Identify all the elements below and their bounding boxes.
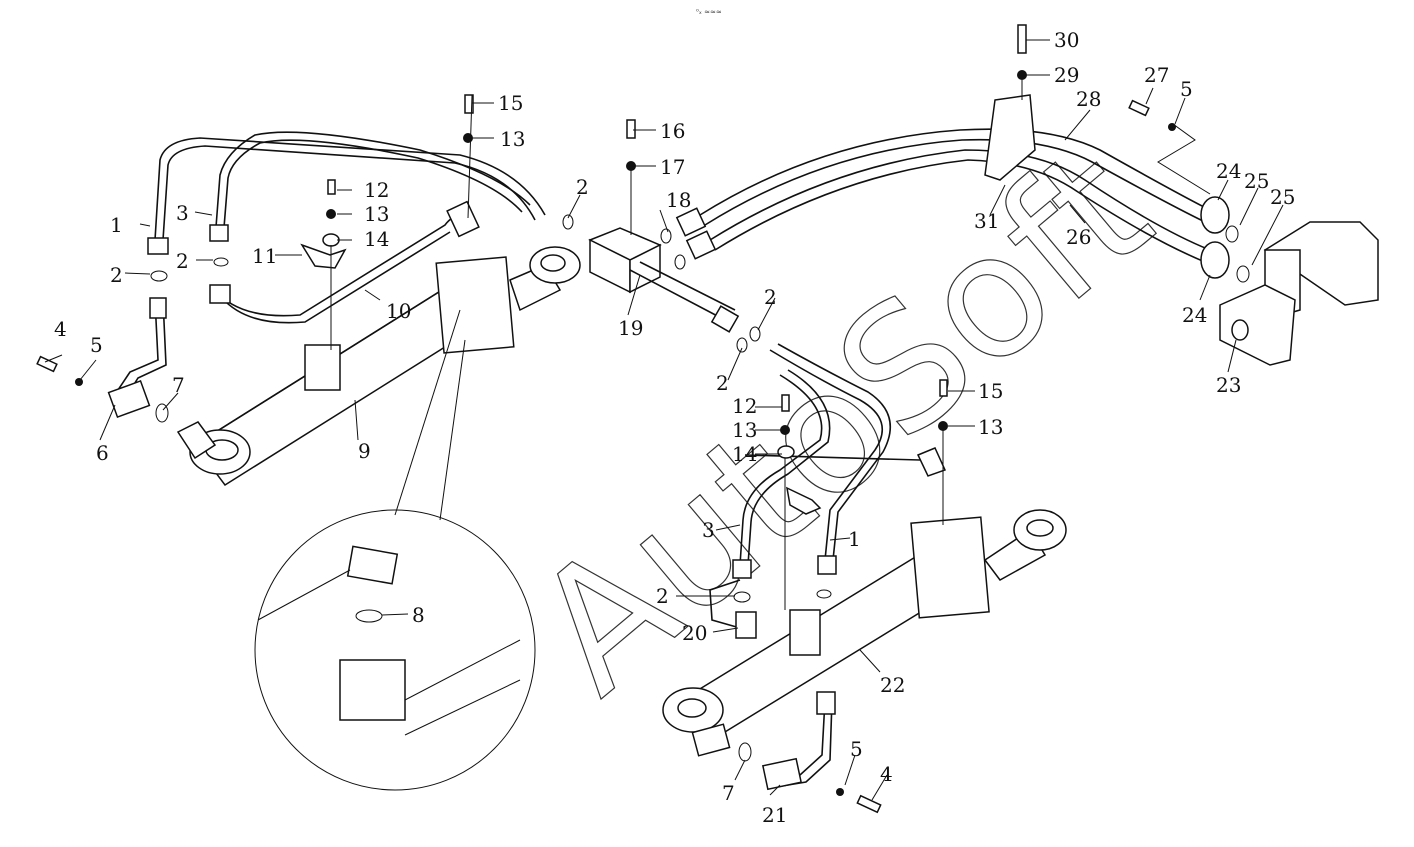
callout-22: 22 xyxy=(880,673,905,697)
callout-5: 5 xyxy=(1180,77,1193,101)
callout-labels: 1 1 2 2 2 2 2 2 3 3 4 4 5 5 5 6 7 7 8 9 … xyxy=(54,28,1295,827)
detail-view-circle xyxy=(254,309,536,791)
callout-27: 27 xyxy=(1144,63,1169,87)
callout-1: 1 xyxy=(848,527,861,551)
callout-7: 7 xyxy=(172,373,185,397)
callout-3: 3 xyxy=(176,201,189,225)
callout-13: 13 xyxy=(732,418,757,442)
callout-4: 4 xyxy=(54,317,67,341)
leader-lines xyxy=(44,39,1284,801)
callout-4: 4 xyxy=(880,762,893,786)
callout-2: 2 xyxy=(716,371,729,395)
callout-1: 1 xyxy=(110,213,123,237)
callout-9: 9 xyxy=(358,439,371,463)
callout-12: 12 xyxy=(364,178,389,202)
callout-2: 2 xyxy=(656,584,669,608)
center-manifold xyxy=(588,227,740,333)
callout-25: 25 xyxy=(1244,169,1269,193)
callout-13: 13 xyxy=(364,202,389,226)
callout-10: 10 xyxy=(386,299,411,323)
callout-29: 29 xyxy=(1054,63,1079,87)
callout-28: 28 xyxy=(1076,87,1101,111)
callout-2: 2 xyxy=(110,263,123,287)
callout-2: 2 xyxy=(176,249,189,273)
callout-15: 15 xyxy=(498,91,523,115)
callout-6: 6 xyxy=(96,441,109,465)
right-hoses xyxy=(675,94,1230,279)
callout-15: 15 xyxy=(978,379,1003,403)
callout-12: 12 xyxy=(732,394,757,418)
callout-18: 18 xyxy=(666,188,691,212)
callout-13: 13 xyxy=(978,415,1003,439)
callout-24: 24 xyxy=(1182,303,1207,327)
left-hoses xyxy=(107,131,546,418)
callout-2: 2 xyxy=(576,175,589,199)
callout-5: 5 xyxy=(90,333,103,357)
callout-30: 30 xyxy=(1054,28,1079,52)
callout-14: 14 xyxy=(732,442,757,466)
header-caption: ⁰ₓ ≈≈≈ xyxy=(696,8,722,16)
callout-7: 7 xyxy=(722,781,735,805)
callout-25: 25 xyxy=(1270,185,1295,209)
callout-31: 31 xyxy=(974,209,999,233)
right-lower-hoses xyxy=(709,343,947,791)
pump-unit xyxy=(1219,221,1379,366)
callout-21: 21 xyxy=(762,803,787,827)
callout-5: 5 xyxy=(850,737,863,761)
callout-19: 19 xyxy=(618,316,643,340)
callout-3: 3 xyxy=(702,518,715,542)
callout-13: 13 xyxy=(500,127,525,151)
callout-11: 11 xyxy=(252,244,277,268)
callout-16: 16 xyxy=(660,119,685,143)
callout-23: 23 xyxy=(1216,373,1241,397)
fasteners xyxy=(36,24,1250,814)
callout-20: 20 xyxy=(682,621,707,645)
callout-8: 8 xyxy=(412,603,425,627)
left-cylinder xyxy=(176,246,581,487)
callout-2: 2 xyxy=(764,285,777,309)
callout-26: 26 xyxy=(1066,225,1091,249)
callout-14: 14 xyxy=(364,227,389,251)
callout-17: 17 xyxy=(660,155,685,179)
right-cylinder xyxy=(662,509,1067,757)
callout-24: 24 xyxy=(1216,159,1241,183)
